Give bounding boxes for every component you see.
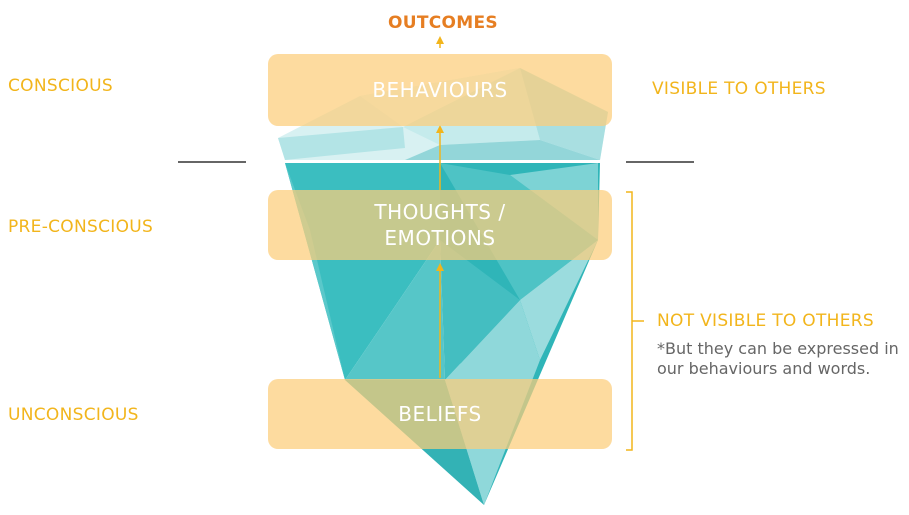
thoughts-label: THOUGHTS / bbox=[374, 200, 506, 224]
waterline-right bbox=[626, 161, 694, 163]
visibility-note: *But they can be expressed in our behavi… bbox=[657, 339, 899, 378]
outcomes-label: OUTCOMES bbox=[388, 13, 498, 33]
behaviours-label: BEHAVIOURS bbox=[372, 78, 508, 102]
level-unconscious: UNCONSCIOUS bbox=[8, 405, 139, 425]
progression-arrows bbox=[436, 36, 444, 378]
thoughts-emotions-box: THOUGHTS / EMOTIONS bbox=[268, 190, 612, 260]
not-visible-to-others-label: NOT VISIBLE TO OTHERS bbox=[657, 311, 874, 331]
beliefs-box: BELIEFS bbox=[268, 379, 612, 449]
visible-to-others-label: VISIBLE TO OTHERS bbox=[652, 79, 826, 99]
level-conscious: CONSCIOUS bbox=[8, 76, 113, 96]
beliefs-label: BELIEFS bbox=[398, 402, 482, 426]
behaviours-box: BEHAVIOURS bbox=[268, 54, 612, 126]
waterline-left bbox=[178, 161, 246, 163]
level-pre-conscious: PRE-CONSCIOUS bbox=[8, 217, 154, 237]
emotions-label: EMOTIONS bbox=[384, 226, 496, 250]
not-visible-bracket bbox=[626, 191, 644, 451]
